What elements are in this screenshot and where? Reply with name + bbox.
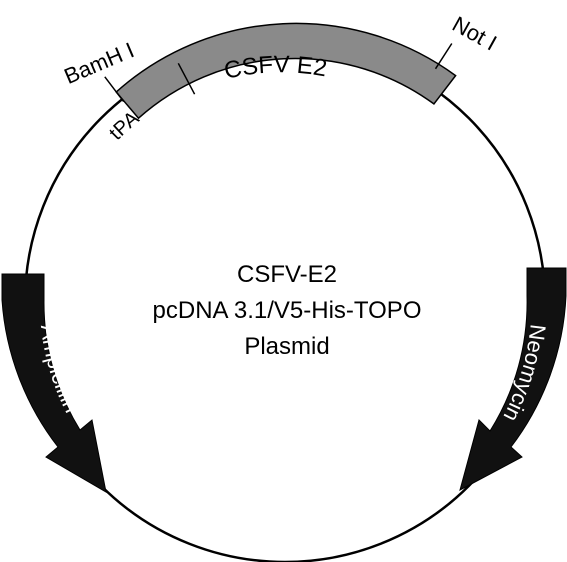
tpa-boundary [177,62,196,95]
plasmid-title-line-2: pcDNA 3.1/V5-His-TOPO [153,297,422,324]
plasmid-title-line-1: CSFV-E2 [237,261,337,288]
insert-csfv-e2-block [115,22,457,120]
plasmid-title-line-3: Plasmid [244,333,329,360]
neomycin-arrow [459,267,567,491]
csfv-e2-label: CSFV E2 [222,51,329,84]
bamhi-label: BamH I [60,37,137,89]
noti-label: Not I [448,11,501,55]
ampicillin-arrow [1,273,107,493]
noti-site-tick [434,43,453,70]
bamhi-site-tick [104,76,125,103]
